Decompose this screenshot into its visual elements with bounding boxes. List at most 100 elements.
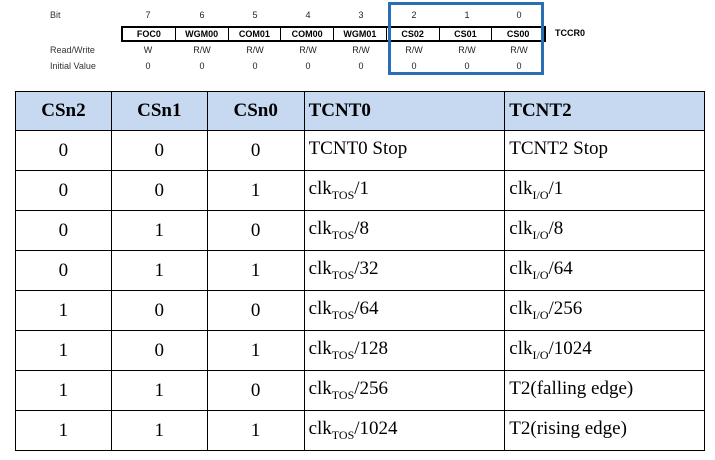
tcnt2-clock-cell: clkI/O/8 bbox=[504, 210, 705, 251]
bit-value-cell: 1 bbox=[110, 370, 208, 411]
clock-subscript: TOS bbox=[331, 387, 355, 402]
bit-name: FOC0 bbox=[123, 28, 176, 40]
bit-access: R/W bbox=[299, 45, 317, 55]
clock-subscript: I/O bbox=[532, 347, 549, 362]
header-csn0: CSn0 bbox=[206, 91, 305, 131]
bit-value-cell: 0 bbox=[206, 210, 305, 251]
bit-name: CS01 bbox=[440, 28, 493, 40]
bit-value-cell: 0 bbox=[110, 130, 208, 171]
clock-base: clk bbox=[509, 338, 533, 360]
tcnt0-clock-cell: clkTOS/8 bbox=[303, 210, 506, 251]
bit-value-cell: 1 bbox=[206, 330, 305, 371]
clock-subscript: TOS bbox=[331, 347, 355, 362]
bit-access: R/W bbox=[352, 45, 370, 55]
read-write-label: Read/Write bbox=[50, 45, 95, 55]
bit-value-cell: 0 bbox=[15, 170, 112, 211]
clock-base: T2(rising edge) bbox=[509, 418, 627, 440]
bit-value-cell: 0 bbox=[110, 290, 208, 331]
table-header-row: CSn2 CSn1 CSn0 TCNT0 TCNT2 bbox=[15, 91, 705, 131]
bit-access: R/W bbox=[246, 45, 264, 55]
initial-value-label: Initial Value bbox=[50, 61, 96, 71]
clock-subscript: I/O bbox=[532, 227, 549, 242]
bit-value-cell: 0 bbox=[110, 330, 208, 371]
clock-base: clk bbox=[308, 258, 332, 280]
clock-base: T2(falling edge) bbox=[509, 378, 634, 400]
tcnt0-clock-cell: clkTOS/32 bbox=[303, 250, 506, 291]
bit-value-cell: 0 bbox=[206, 130, 305, 171]
clock-base: TCNT2 Stop bbox=[509, 138, 608, 160]
bit-number: 2 bbox=[411, 10, 417, 20]
clock-base: clk bbox=[308, 338, 332, 360]
bit-name: WGM01 bbox=[334, 28, 387, 40]
bit-value-cell: 0 bbox=[15, 250, 112, 291]
clock-subscript: TOS bbox=[331, 187, 355, 202]
bit-initial-value: 0 bbox=[464, 61, 470, 71]
tcnt0-clock-cell: clkTOS/1 bbox=[303, 170, 506, 211]
bit-initial-value: 0 bbox=[358, 61, 364, 71]
clock-base: clk bbox=[509, 178, 533, 200]
tcnt2-clock-cell: clkI/O/1 bbox=[504, 170, 705, 211]
clock-subscript: TOS bbox=[331, 427, 355, 442]
bit-initial-value: 0 bbox=[516, 61, 522, 71]
header-tcnt0: TCNT0 bbox=[303, 91, 506, 131]
header-tcnt2: TCNT2 bbox=[504, 91, 705, 131]
bit-number: 1 bbox=[464, 10, 470, 20]
register-bit-row: FOC0 WGM00 COM01 COM00 WGM01 CS02 CS01 C… bbox=[121, 26, 546, 42]
clock-subscript: I/O bbox=[532, 187, 549, 202]
header-csn2: CSn2 bbox=[15, 91, 112, 131]
clock-subscript: TOS bbox=[331, 307, 355, 322]
bit-number: 5 bbox=[252, 10, 258, 20]
bit-number: 0 bbox=[516, 10, 522, 20]
bit-name: COM01 bbox=[229, 28, 282, 40]
clock-base: clk bbox=[509, 258, 533, 280]
tcnt2-clock-cell: TCNT2 Stop bbox=[504, 130, 705, 171]
clock-subscript: I/O bbox=[532, 267, 549, 282]
bit-initial-value: 0 bbox=[411, 61, 417, 71]
bit-value-cell: 0 bbox=[15, 130, 112, 171]
bit-value-cell: 0 bbox=[110, 170, 208, 211]
bit-initial-value: 0 bbox=[305, 61, 311, 71]
clock-subscript: TOS bbox=[331, 227, 355, 242]
clock-base: clk bbox=[308, 178, 332, 200]
bit-value-cell: 1 bbox=[110, 210, 208, 251]
clock-base: TCNT0 Stop bbox=[308, 138, 408, 160]
bit-access: R/W bbox=[405, 45, 423, 55]
tcnt0-clock-cell: clkTOS/64 bbox=[303, 290, 506, 331]
tcnt0-clock-cell: TCNT0 Stop bbox=[303, 130, 506, 171]
clock-divider: /1 bbox=[548, 178, 564, 200]
tcnt2-clock-cell: T2(falling edge) bbox=[504, 370, 705, 411]
bit-initial-value: 0 bbox=[252, 61, 258, 71]
bit-initial-value: 0 bbox=[199, 61, 205, 71]
bit-name: CS00 bbox=[506, 29, 530, 39]
bit-value-cell: 1 bbox=[206, 410, 305, 451]
bit-value-cell: 1 bbox=[15, 370, 112, 411]
tcnt0-clock-cell: clkTOS/1024 bbox=[303, 410, 506, 451]
bit-access: R/W bbox=[193, 45, 211, 55]
clock-base: clk bbox=[308, 378, 332, 400]
clock-subscript: TOS bbox=[331, 267, 355, 282]
bit-name: CS02 bbox=[387, 28, 440, 40]
bit-initial-value: 0 bbox=[145, 61, 151, 71]
bit-number: 4 bbox=[305, 10, 311, 20]
clock-base: clk bbox=[509, 298, 533, 320]
bit-value-cell: 0 bbox=[206, 290, 305, 331]
bit-value-cell: 0 bbox=[15, 210, 112, 251]
clock-base: clk bbox=[308, 218, 332, 240]
clock-divider: /1 bbox=[354, 178, 370, 200]
bit-value-cell: 1 bbox=[15, 330, 112, 371]
clock-divider: /256 bbox=[354, 378, 389, 400]
clock-base: clk bbox=[509, 218, 533, 240]
clock-divider: /32 bbox=[354, 258, 379, 280]
bit-number: 6 bbox=[199, 10, 205, 20]
register-diagram: Bit Read/Write Initial Value 7 6 5 4 3 2… bbox=[0, 0, 715, 80]
bit-value-cell: 1 bbox=[110, 410, 208, 451]
tcnt0-clock-cell: clkTOS/256 bbox=[303, 370, 506, 411]
